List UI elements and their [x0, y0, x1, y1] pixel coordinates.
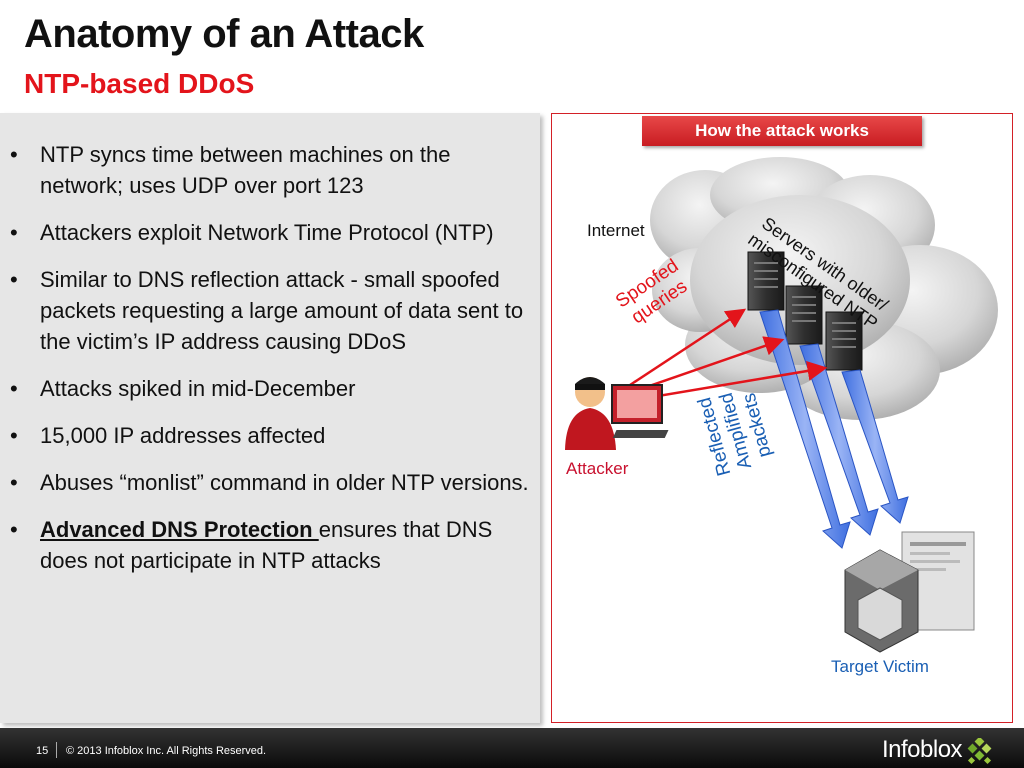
bullet-item-rest: ensures that DNS does not participate in… [40, 517, 493, 573]
target-victim-icon [844, 531, 975, 653]
footer-divider [56, 742, 57, 758]
ntp-server-icon [785, 285, 823, 345]
bullet-item: Attackers exploit Network Time Protocol … [10, 217, 536, 248]
bullet-item: Abuses “monlist” command in older NTP ve… [10, 467, 536, 498]
infoblox-logo: Infoblox [882, 736, 963, 763]
bullet-item-adp: Advanced DNS Protection ensures that DNS… [10, 514, 536, 576]
bullet-item: Similar to DNS reflection attack - small… [10, 264, 536, 357]
spoofed-query-arrow [633, 361, 828, 402]
bullet-item: Attacks spiked in mid-December [10, 373, 536, 404]
slide-subtitle: NTP-based DDoS [24, 68, 255, 99]
copyright-text: © 2013 Infoblox Inc. All Rights Reserved… [66, 745, 267, 757]
ntp-server-icon [825, 311, 863, 371]
spoofed-query-arrow [629, 308, 747, 387]
ntp-server-icon [747, 251, 785, 311]
bullet-item: NTP syncs time between machines on the n… [10, 139, 536, 201]
slide-title: Anatomy of an Attack [24, 12, 424, 56]
bullet-panel: NTP syncs time between machines on the n… [0, 113, 540, 723]
reflected-packet-arrow [759, 309, 851, 549]
advanced-dns-protection-link[interactable]: Advanced DNS Protection [40, 517, 319, 542]
target-victim-label: Target Victim [831, 657, 929, 676]
attacker-icon [565, 377, 669, 450]
how-attack-works-header: How the attack works [642, 116, 922, 146]
internet-label: Internet [587, 221, 645, 240]
bullet-list: NTP syncs time between machines on the n… [10, 139, 536, 592]
page-number: 15 [36, 745, 49, 757]
infoblox-logo-icon [967, 738, 992, 765]
spoofed-query-arrow [631, 336, 785, 394]
bullet-item: 15,000 IP addresses affected [10, 420, 536, 451]
reflected-packet-arrow [841, 369, 909, 524]
footer-bar: 15 © 2013 Infoblox Inc. All Rights Reser… [0, 728, 1024, 768]
attacker-label: Attacker [566, 459, 629, 478]
